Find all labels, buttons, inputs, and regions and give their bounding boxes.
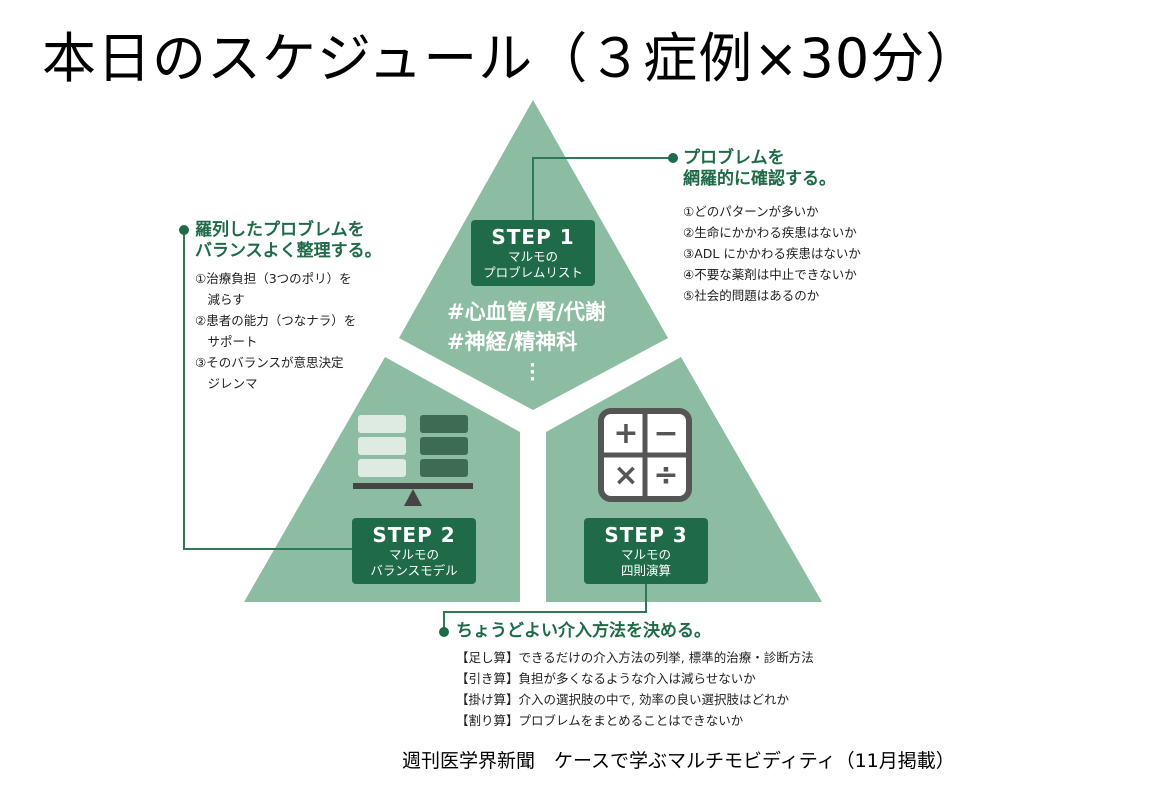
list-item: ①どのパターンが多いか <box>683 204 819 219</box>
list-item: ③ADL にかかわる疾患はないか <box>683 246 861 261</box>
list-item: ①治療負担（3つのポリ）を <box>195 271 352 286</box>
source-citation: 週刊医学界新聞 ケースで学ぶマルチモビディティ（11月掲載） <box>402 750 955 772</box>
times-icon: × <box>613 458 639 493</box>
plus-icon: + <box>613 416 639 451</box>
list-item: ④不要な薬剤は中止できないか <box>683 267 857 282</box>
connector-step1 <box>532 157 673 220</box>
callout-left-list: ①治療負担（3つのポリ）を 減らす ②患者の能力（つなナラ）を サポート ③その… <box>195 268 356 394</box>
callout-left-title-2: バランスよく整理する。 <box>195 241 382 261</box>
callout-left-title-1: 羅列したプロブレムを <box>195 220 365 240</box>
step1-sub2: プロブレムリスト <box>483 265 583 280</box>
callout-right-title-1: プロブレムを <box>683 148 785 168</box>
connector-step3 <box>443 584 647 632</box>
list-item: ②患者の能力（つなナラ）を <box>195 313 357 328</box>
step1-box: STEP 1 マルモの プロブレムリスト <box>471 220 595 286</box>
callout-bottom-list: 【足し算】できるだけの介入方法の列挙, 標準的治療・診断方法 【引き算】負担が多… <box>456 647 814 731</box>
step1-more-dots: ··· <box>529 355 536 390</box>
connector-step3-dot <box>439 627 449 637</box>
step2-sub1: マルモの <box>388 547 439 562</box>
list-item: 減らす <box>195 292 245 307</box>
callout-right-list: ①どのパターンが多いか ②生命にかかわる疾患はないか ③ADL にかかわる疾患は… <box>683 201 861 306</box>
divide-icon: ÷ <box>653 458 679 493</box>
calculator-icon <box>598 408 692 502</box>
list-item: 【割り算】プロブレムをまとめることはできないか <box>456 713 744 728</box>
connector-step2-dot <box>179 225 189 235</box>
list-item: ジレンマ <box>195 376 258 391</box>
step1-hashtag-1: #心血管/腎/代謝 <box>447 300 606 324</box>
list-item: 【掛け算】介入の選択肢の中で, 効率の良い選択肢はどれか <box>456 692 789 707</box>
step1-label: STEP 1 <box>491 225 575 249</box>
step3-box: STEP 3 マルモの 四則演算 <box>584 518 708 584</box>
list-item: ②生命にかかわる疾患はないか <box>683 225 857 240</box>
connector-step1-dot <box>668 153 678 163</box>
list-item: ⑤社会的問題はあるのか <box>683 288 820 303</box>
callout-bottom-title: ちょうどよい介入方法を決める。 <box>456 621 711 641</box>
list-item: ③そのバランスが意思決定 <box>195 355 344 370</box>
callout-right-title-2: 網羅的に確認する。 <box>683 169 836 189</box>
step1-hashtag-2: #神経/精神科 <box>447 330 578 354</box>
connector-step2 <box>183 230 352 550</box>
step3-sub2: 四則演算 <box>620 563 671 578</box>
list-item: サポート <box>195 334 258 349</box>
step1-sub1: マルモの <box>507 249 558 264</box>
list-item: 【足し算】できるだけの介入方法の列挙, 標準的治療・診断方法 <box>456 650 814 665</box>
step2-box: STEP 2 マルモの バランスモデル <box>352 518 476 584</box>
step2-label: STEP 2 <box>372 523 456 547</box>
step2-sub2: バランスモデル <box>370 563 458 578</box>
step3-sub1: マルモの <box>620 547 671 562</box>
page-title: 本日のスケジュール（３症例×30分） <box>42 27 981 90</box>
balance-scale-icon <box>353 415 473 506</box>
minus-icon: − <box>653 416 679 451</box>
step3-label: STEP 3 <box>604 523 688 547</box>
list-item: 【引き算】負担が多くなるような介入は減らせないか <box>456 671 756 686</box>
